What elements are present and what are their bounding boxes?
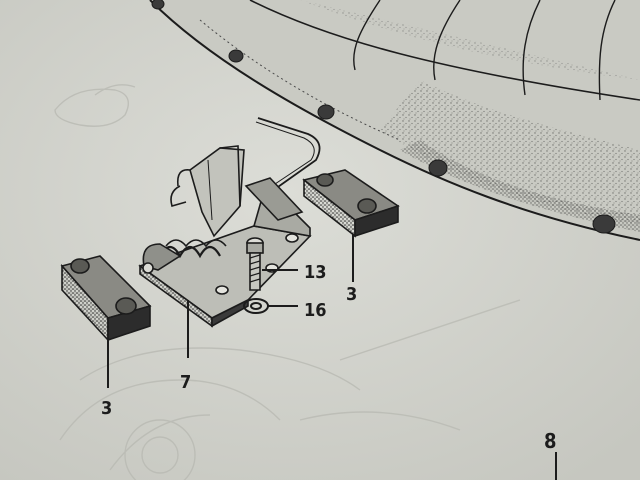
callout-washer: 16 — [304, 300, 327, 321]
callout-seat: 8 — [544, 429, 557, 453]
seat-cover — [149, 0, 640, 241]
callout-bolt: 13 — [304, 262, 327, 283]
hinge-assembly — [138, 117, 321, 328]
seat-rivets — [151, 0, 616, 234]
callout-hinge: 7 — [180, 372, 191, 393]
callout-block-left: 3 — [101, 398, 112, 419]
cushion-block-right — [302, 169, 400, 238]
show-through-marks — [54, 84, 521, 480]
bolt-part — [246, 237, 264, 291]
callout-block-right: 3 — [346, 284, 357, 305]
cushion-block-left — [60, 255, 152, 343]
